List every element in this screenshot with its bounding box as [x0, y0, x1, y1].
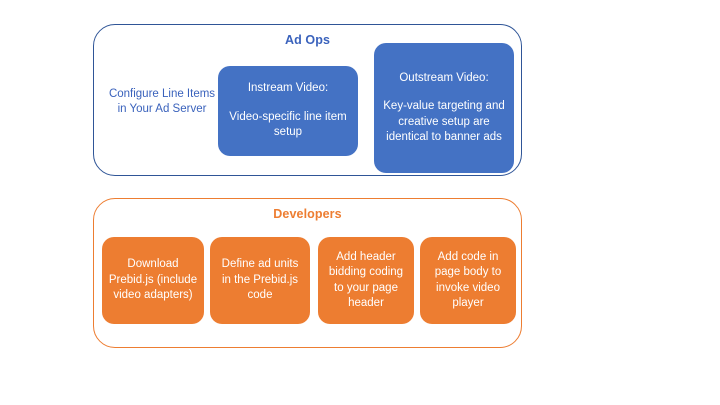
card-instream-video: Instream Video: Video-specific line item…: [218, 66, 358, 156]
group-developers: Developers Download Prebid.js (include v…: [93, 198, 522, 348]
card-download-prebid: Download Prebid.js (include video adapte…: [102, 237, 204, 324]
group-title-developers: Developers: [273, 207, 342, 221]
text-configure-line-items: Configure Line Items in Your Ad Server: [108, 88, 216, 115]
card-add-page-body-code: Add code in page body to invoke video pl…: [420, 237, 516, 324]
card-outstream-video-heading: Outstream Video:: [399, 71, 489, 84]
card-add-header-bidding: Add header bidding coding to your page h…: [318, 237, 414, 324]
card-download-prebid-body: Download Prebid.js (include video adapte…: [108, 258, 198, 302]
group-ad-ops: Ad Ops Configure Line Items in Your Ad S…: [93, 24, 522, 176]
card-outstream-video-body: Key-value targeting and creative setup a…: [383, 100, 505, 143]
group-title-ad-ops: Ad Ops: [284, 33, 331, 47]
card-add-header-bidding-body: Add header bidding coding to your page h…: [328, 250, 404, 310]
card-instream-video-heading: Instream Video:: [247, 82, 329, 95]
card-define-ad-units-body: Define ad units in the Prebid.js code: [221, 258, 299, 302]
card-instream-video-body: Video-specific line item setup: [229, 110, 347, 139]
card-define-ad-units: Define ad units in the Prebid.js code: [210, 237, 310, 324]
card-add-page-body-code-body: Add code in page body to invoke video pl…: [434, 250, 502, 310]
card-outstream-video: Outstream Video: Key-value targeting and…: [374, 43, 514, 173]
